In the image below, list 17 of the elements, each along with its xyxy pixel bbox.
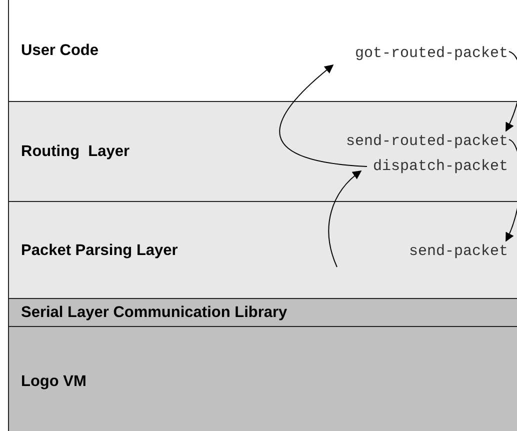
curved-arrow	[505, 51, 517, 132]
curved-arrow	[328, 170, 362, 268]
curved-arrow	[280, 64, 368, 167]
layer-label: User Code	[21, 42, 99, 60]
curved-arrow	[505, 139, 517, 242]
layer-label: Routing Layer	[21, 143, 130, 161]
function-name: send-packet	[408, 243, 508, 260]
layer-label: Serial Layer Communication Library	[21, 304, 288, 322]
function-name: dispatch-packet	[372, 158, 508, 175]
layer-band	[8, 326, 517, 431]
layer-band	[8, 298, 517, 326]
layer-band	[8, 201, 517, 299]
layer-label: Logo VM	[21, 372, 86, 390]
layer-band	[8, 101, 517, 202]
function-name: got-routed-packet	[354, 45, 508, 62]
function-name: send-routed-packet	[346, 133, 508, 150]
layer-label: Packet Parsing Layer	[21, 242, 178, 260]
